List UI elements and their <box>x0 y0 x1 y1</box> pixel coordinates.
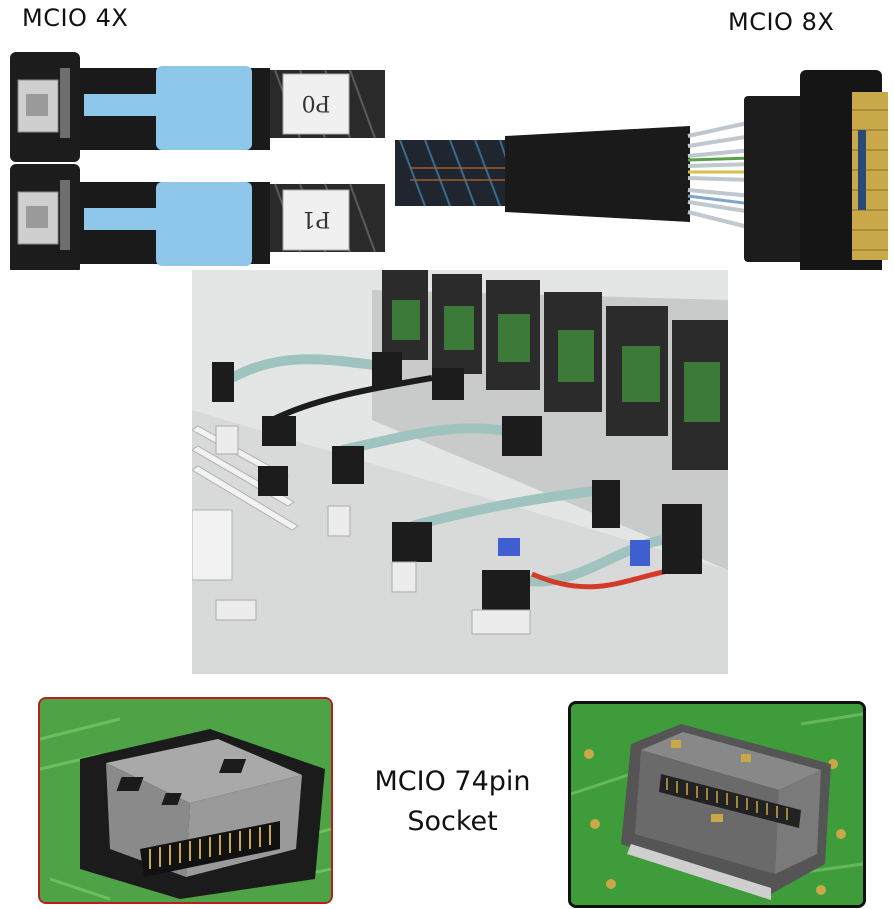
mcio-4x-connector-p1 <box>10 164 270 270</box>
socket-photo-angled <box>38 697 333 904</box>
socket-caption: MCIO 74pin Socket <box>355 762 550 842</box>
mcio-8x-connector <box>744 70 888 270</box>
braided-trunk <box>395 139 525 207</box>
mcio-4x-label: MCIO 4X <box>22 4 129 32</box>
socket-angled-graphic <box>40 699 331 902</box>
mcio-cable-image: P0 P1 <box>10 52 888 270</box>
socket-front-graphic <box>571 704 863 905</box>
socket-photo-front <box>568 701 866 908</box>
socket-caption-line1: MCIO 74pin <box>374 766 531 797</box>
port-p1-text: P1 <box>302 206 331 231</box>
server-backplane-illustration <box>192 270 728 674</box>
socket-caption-line2: Socket <box>407 806 498 837</box>
mcio-8x-label: MCIO 8X <box>728 8 835 36</box>
mcio-4x-connector-p0 <box>10 52 270 162</box>
port-p0-text: P0 <box>302 90 331 115</box>
